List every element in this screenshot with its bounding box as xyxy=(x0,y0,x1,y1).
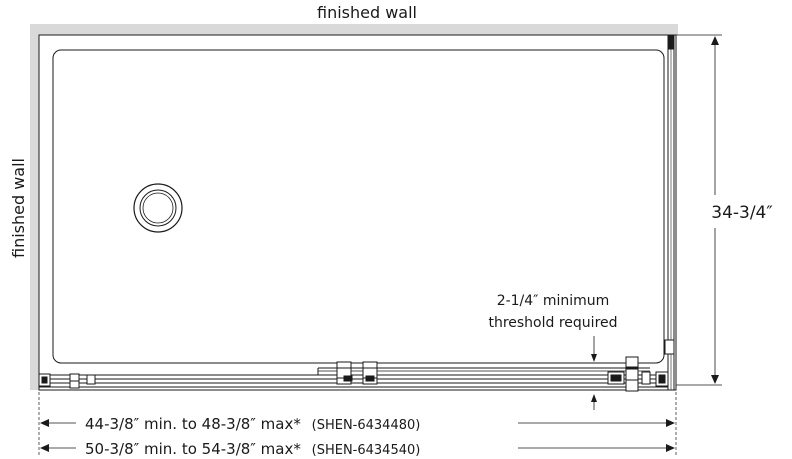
width-extension-lines xyxy=(38,392,677,455)
threshold-dimension xyxy=(591,336,597,410)
return-panel xyxy=(664,34,675,391)
width-dimension-large xyxy=(40,444,675,452)
door-track xyxy=(39,367,668,388)
shower-base-outline xyxy=(38,34,677,391)
drain xyxy=(133,183,183,233)
width-large-model: (SHEN-6434540) xyxy=(312,443,421,458)
threshold-label-line2: threshold required xyxy=(488,315,617,331)
shower-tray xyxy=(52,49,665,364)
left-bumper xyxy=(86,374,96,385)
width-small-range-label: 44-3/8″ min. to 48-3/8″ max* (SHEN-64344… xyxy=(85,415,420,433)
threshold-label-line1: 2-1/4″ minimum xyxy=(497,293,610,309)
width-large-range-label: 50-3/8″ min. to 54-3/8″ max* (SHEN-64345… xyxy=(85,440,420,458)
left-wall-label: finished wall xyxy=(9,158,28,258)
right-bumper xyxy=(641,371,651,385)
width-dimension-small xyxy=(40,419,675,427)
left-finished-wall xyxy=(30,24,39,390)
width-small-range: 44-3/8″ min. to 48-3/8″ max* xyxy=(85,415,301,433)
roller-right-b xyxy=(625,356,639,368)
depth-label: 34-3/4″ xyxy=(711,203,772,223)
top-wall-label: finished wall xyxy=(317,3,417,22)
top-finished-wall xyxy=(30,24,678,35)
door-hardware xyxy=(38,356,669,392)
width-large-range: 50-3/8″ min. to 54-3/8″ max* xyxy=(85,440,301,458)
width-small-model: (SHEN-6434480) xyxy=(312,418,421,433)
depth-dimension xyxy=(676,34,722,386)
